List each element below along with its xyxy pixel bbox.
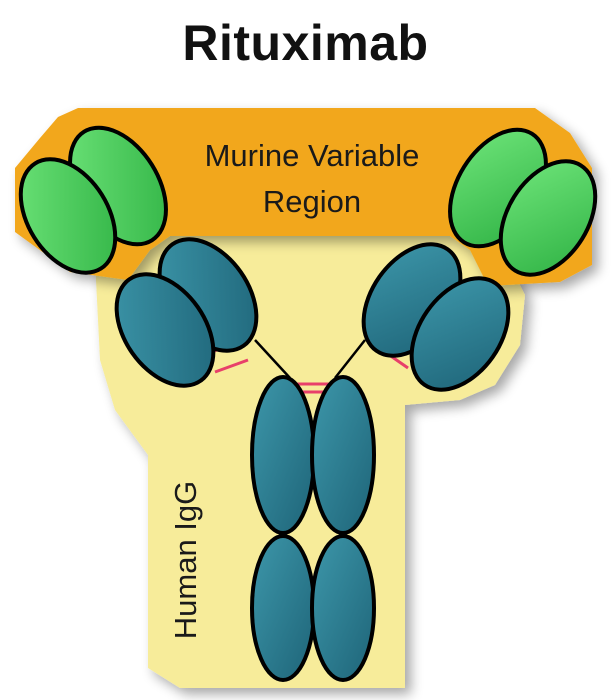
fc-left-lower-domain xyxy=(252,536,314,680)
fc-right-lower-domain xyxy=(312,536,374,680)
murine-region-label-line1: Murine Variable xyxy=(205,138,420,173)
murine-region-label-line2: Region xyxy=(263,184,361,219)
fc-left-upper-domain xyxy=(252,377,314,533)
fc-right-upper-domain xyxy=(312,377,374,533)
human-igg-label: Human IgG xyxy=(168,481,203,640)
